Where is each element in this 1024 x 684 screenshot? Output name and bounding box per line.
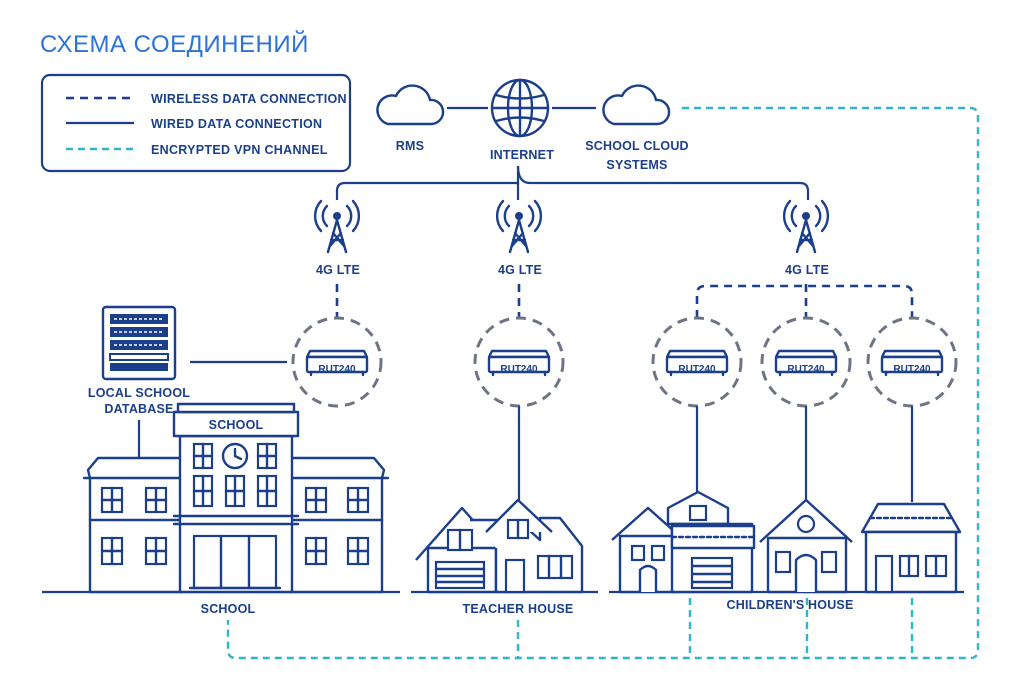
school-sign: SCHOOL bbox=[209, 418, 264, 432]
cloud-label-line1: SCHOOL CLOUD bbox=[585, 139, 689, 153]
cell-tower-icon bbox=[782, 199, 830, 254]
router-children-2: RUT240 bbox=[760, 316, 852, 408]
vpn-channel bbox=[226, 106, 980, 660]
router-label: RUT240 bbox=[318, 364, 356, 375]
globe-icon bbox=[490, 78, 550, 138]
router-teacher: RUT240 bbox=[473, 316, 565, 408]
legend-vpn-label: ENCRYPTED VPN CHANNEL bbox=[151, 143, 328, 157]
router-label: RUT240 bbox=[678, 364, 716, 375]
legend: WIRELESS DATA CONNECTION WIRED DATA CONN… bbox=[40, 73, 352, 173]
internet-label: INTERNET bbox=[490, 148, 554, 162]
school-building-icon bbox=[82, 402, 390, 594]
clock-icon bbox=[221, 442, 249, 470]
router-children-1: RUT240 bbox=[651, 316, 743, 408]
cell-tower-icon bbox=[495, 199, 543, 254]
rms-cloud-icon bbox=[376, 84, 445, 126]
router-label: RUT240 bbox=[893, 364, 931, 375]
children-house-icon bbox=[611, 490, 962, 594]
router-label: RUT240 bbox=[787, 364, 825, 375]
teacher-house-label: TEACHER HOUSE bbox=[463, 602, 574, 616]
legend-wired-label: WIRED DATA CONNECTION bbox=[151, 117, 322, 131]
database-label-line1: LOCAL SCHOOL bbox=[88, 386, 190, 400]
school-label: SCHOOL bbox=[201, 602, 256, 616]
cloud-label-line2: SYSTEMS bbox=[606, 158, 667, 172]
school-cloud-icon bbox=[602, 84, 671, 126]
legend-wireless-label: WIRELESS DATA CONNECTION bbox=[151, 92, 347, 106]
tower-label-school: 4G LTE bbox=[316, 263, 360, 277]
server-rack-icon bbox=[101, 305, 177, 381]
router-label: RUT240 bbox=[500, 364, 538, 375]
cell-tower-icon bbox=[313, 199, 361, 254]
router-children-3: RUT240 bbox=[866, 316, 958, 408]
teacher-house-icon bbox=[415, 498, 584, 594]
page-title: СХЕМА СОЕДИНЕНИЙ bbox=[40, 30, 309, 58]
database-label-line2: DATABASE bbox=[104, 402, 173, 416]
router-school: RUT240 bbox=[291, 316, 383, 408]
tower-label-children: 4G LTE bbox=[785, 263, 829, 277]
rms-label: RMS bbox=[396, 139, 424, 153]
childrens-house-label: CHILDREN'S HOUSE bbox=[726, 598, 853, 612]
tower-label-teacher: 4G LTE bbox=[498, 263, 542, 277]
